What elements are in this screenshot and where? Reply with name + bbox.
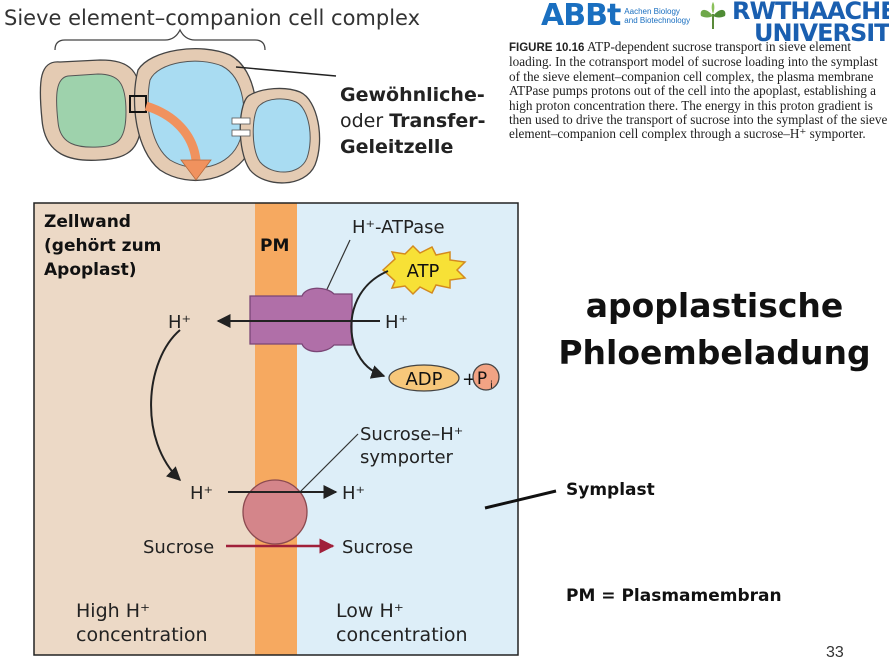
h-left-bottom: H⁺ [190, 483, 213, 504]
companion-cell-label-line3: Geleitzelle [340, 136, 454, 158]
figure-number: FIGURE 10.16 [509, 42, 585, 54]
pi-label: P [477, 369, 487, 389]
high-h-label: High H⁺ [76, 600, 150, 622]
rwth-logo-line2: UNIVERSITY [754, 19, 889, 47]
label-pointer-line [235, 66, 337, 77]
sucrose-h-symporter [242, 479, 308, 545]
sieve-element-protoplast [147, 60, 245, 169]
rwth-logo-line1: RWTHAACHEN [732, 0, 889, 25]
pm-label: PM [260, 236, 289, 256]
figure-caption: FIGURE 10.16 ATP-dependent sucrose trans… [509, 39, 889, 142]
figure-caption-text: ATP-dependent sucrose transport in sieve… [509, 39, 888, 142]
companion-cell-right-protoplast [252, 98, 311, 173]
complex-bracket [54, 28, 266, 51]
pi-subscript: i [490, 380, 493, 391]
adp-label: ADP [405, 369, 442, 390]
zellwand-label-1: Zellwand [44, 212, 131, 232]
companion-cell-label: Gewöhnliche- oder Transfer- Geleitzelle [340, 82, 486, 160]
atpase-label: H⁺-ATPase [352, 217, 445, 238]
complex-title: Sieve element–companion cell complex [4, 6, 421, 30]
abbt-sub-line2: and Biotechnology [624, 16, 691, 25]
page-number: 33 [826, 644, 844, 661]
zoom-box [129, 95, 147, 113]
zoom-arrow-shaft [144, 101, 201, 161]
abbt-logo: ABBt Aachen Biology and Biotechnology [541, 0, 690, 32]
sucrose-left-label: Sucrose [143, 537, 214, 558]
high-concentration-label: concentration [76, 624, 208, 646]
plasmodesma-1 [231, 117, 251, 125]
abbt-logo-subtitle: Aachen Biology and Biotechnology [624, 7, 690, 25]
zellwand-label-2: (gehört zum [44, 236, 161, 256]
companion-cell-label-line1: Gewöhnliche- [340, 84, 485, 106]
h-right-bottom: H⁺ [342, 483, 365, 504]
pm-definition: PM = Plasmamembran [566, 586, 782, 606]
diagram-frame [33, 202, 519, 656]
symporter-label-2: symporter [360, 447, 454, 468]
companion-cell-label-transfer: Transfer- [389, 110, 486, 132]
symporter-label-1: Sucrose–H⁺ [360, 424, 463, 445]
h-right-top: H⁺ [385, 312, 408, 333]
pi-circle [472, 363, 500, 391]
abbt-logo-text: ABBt [541, 0, 621, 33]
atp-burst [381, 244, 467, 296]
abbt-sub-line1: Aachen Biology [624, 7, 680, 16]
headline-line1: apoplastische [585, 286, 844, 325]
atp-hydrolysis-arrow [350, 270, 389, 379]
cell-complex-illustration [39, 28, 337, 184]
companion-cell-label-prefix: oder [340, 110, 390, 132]
h-atpase-pump [249, 287, 353, 353]
companion-cell-left-protoplast [56, 73, 127, 148]
rwth-logo: RWTHAACHEN UNIVERSITY [732, 0, 889, 47]
sucrose-right-label: Sucrose [342, 537, 413, 558]
zellwand-label-3: Apoplast) [44, 260, 137, 280]
apoplast-region [34, 203, 255, 655]
symplast-pointer [484, 489, 557, 510]
zoom-arrow-head [180, 159, 212, 181]
plasma-membrane-region [255, 203, 297, 655]
plant-logo-icon [697, 2, 729, 35]
adp-ellipse [388, 364, 460, 392]
plasmodesma-2 [231, 129, 251, 137]
symplast-label: Symplast [566, 480, 655, 500]
low-concentration-label: concentration [336, 624, 468, 646]
proton-cycle-arrow [150, 329, 182, 481]
atp-label: ATP [407, 261, 440, 282]
low-h-label: Low H⁺ [336, 600, 404, 622]
h-left-top: H⁺ [168, 312, 191, 333]
headline: apoplastische Phloembeladung [540, 282, 889, 376]
headline-line2: Phloembeladung [558, 333, 871, 372]
